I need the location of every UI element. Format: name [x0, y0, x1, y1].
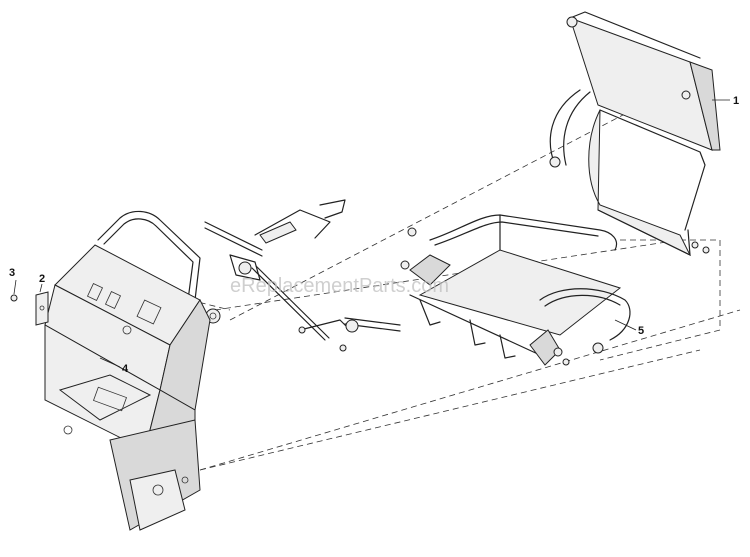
watermark-text: eReplacementParts.com: [230, 275, 449, 297]
callout-4[interactable]: 4: [99, 357, 129, 375]
callout-5-label: 5: [638, 325, 644, 337]
callout-1[interactable]: 1: [712, 95, 739, 107]
main-frame-assembly[interactable]: [44, 210, 211, 531]
callout-1-label: 1: [733, 95, 739, 107]
part-5-bagger-frame[interactable]: [400, 214, 631, 366]
lift-lever-linkage[interactable]: [204, 199, 401, 352]
callout-2-label: 2: [39, 273, 45, 285]
part-3-screw[interactable]: 3: [9, 267, 18, 302]
callout-5[interactable]: 5: [614, 319, 644, 337]
callout-3-label: 3: [9, 267, 15, 279]
part-2-bracket[interactable]: 2: [35, 273, 49, 326]
callout-4-label: 4: [122, 363, 129, 375]
part-1-deflector-assembly[interactable]: [549, 11, 721, 257]
